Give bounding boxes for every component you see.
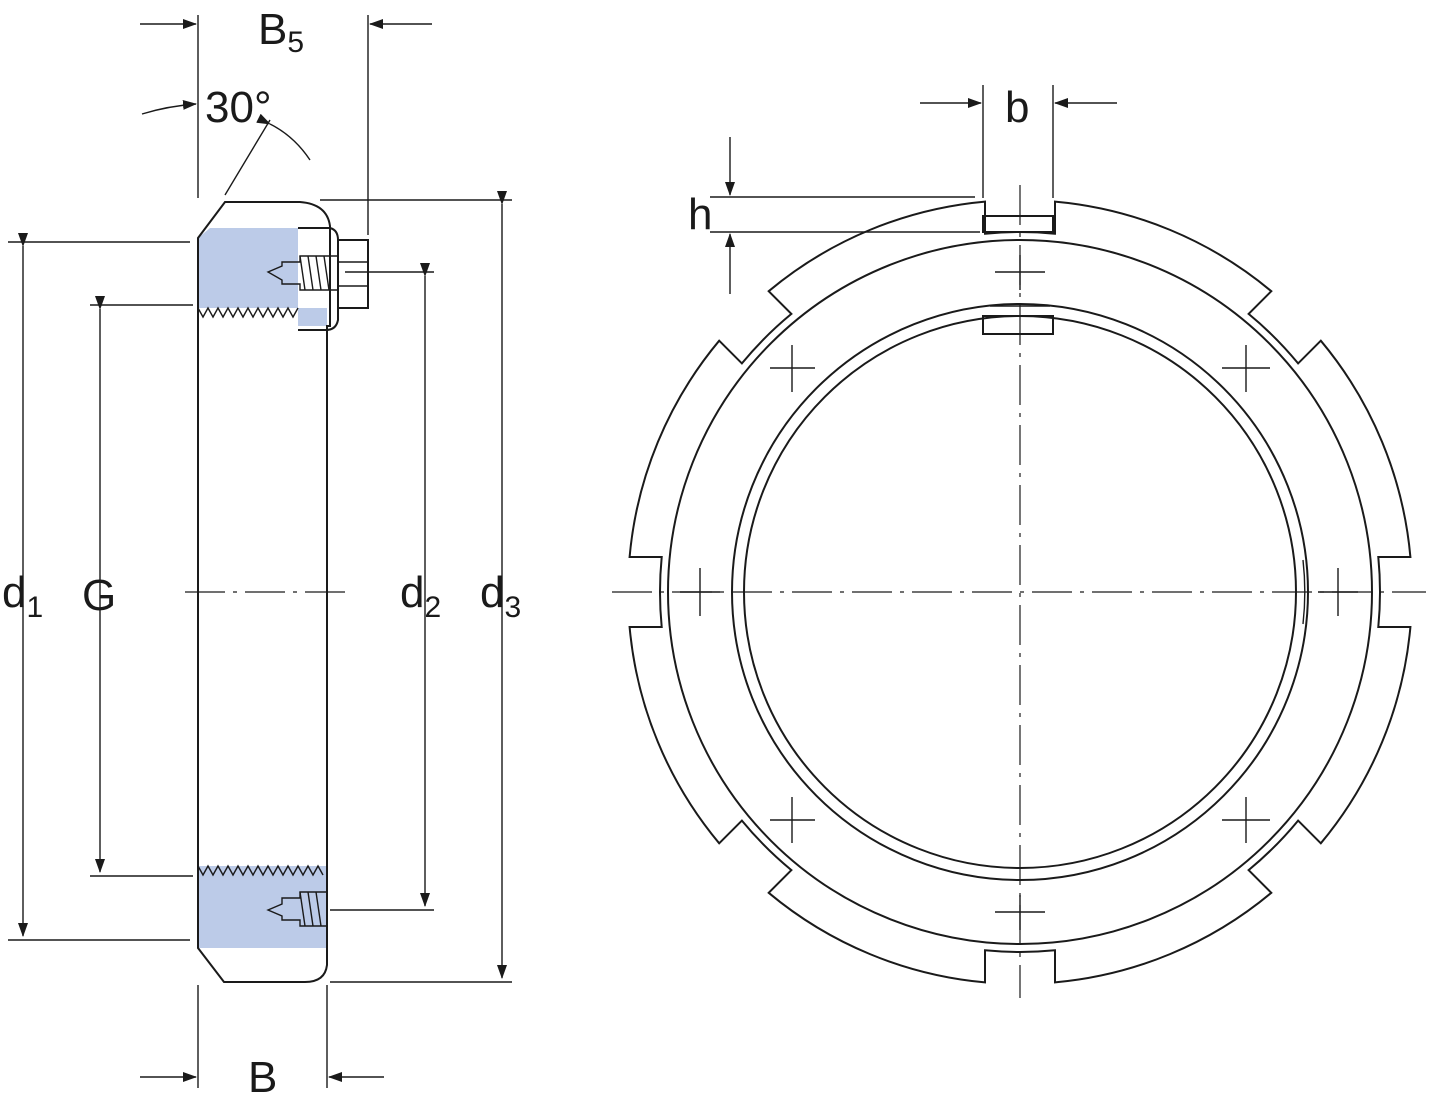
top-slot-floor — [982, 215, 1054, 233]
hole-cross-bottom-left — [770, 797, 815, 843]
dim-angle-right-arrow — [256, 113, 311, 161]
inner-notch — [982, 315, 1054, 335]
hole-cross-top-right — [1222, 345, 1270, 392]
upper-thread — [197, 306, 299, 319]
lower-thread — [197, 864, 324, 877]
hole-markers — [680, 255, 1358, 930]
label-d2: d2 — [400, 568, 441, 624]
hole-cross-top-left — [770, 345, 815, 392]
label-d1: d1 — [2, 568, 43, 624]
dim-angle-left-arrow — [141, 99, 197, 115]
locking-screw-head — [337, 239, 369, 309]
upper-screw-thread — [299, 255, 330, 291]
label-B5: B5 — [258, 5, 304, 59]
hole-cross-bottom — [995, 895, 1045, 930]
label-G: G — [82, 571, 116, 620]
label-angle: 30° — [205, 83, 272, 132]
lower-screw-thread — [299, 891, 322, 927]
section-view: B5 30° d1 G d2 d3 B — [2, 5, 521, 1096]
upper-section-fill — [198, 228, 327, 326]
upper-locking-screw — [266, 255, 339, 291]
slotted-outer-contour — [628, 200, 1412, 984]
lower-locking-screw — [266, 891, 328, 927]
hole-cross-left — [680, 568, 720, 616]
label-h: h — [688, 190, 712, 239]
front-view: b h — [612, 83, 1426, 998]
label-B: B — [248, 1053, 277, 1096]
hole-cross-bottom-right — [1222, 797, 1270, 843]
ext-chamfer — [224, 119, 271, 196]
hole-cross-top — [995, 255, 1045, 290]
label-d3: d3 — [480, 568, 521, 624]
hole-cross-right — [1318, 568, 1358, 616]
label-b: b — [1005, 83, 1029, 132]
lower-section-fill — [198, 866, 327, 948]
